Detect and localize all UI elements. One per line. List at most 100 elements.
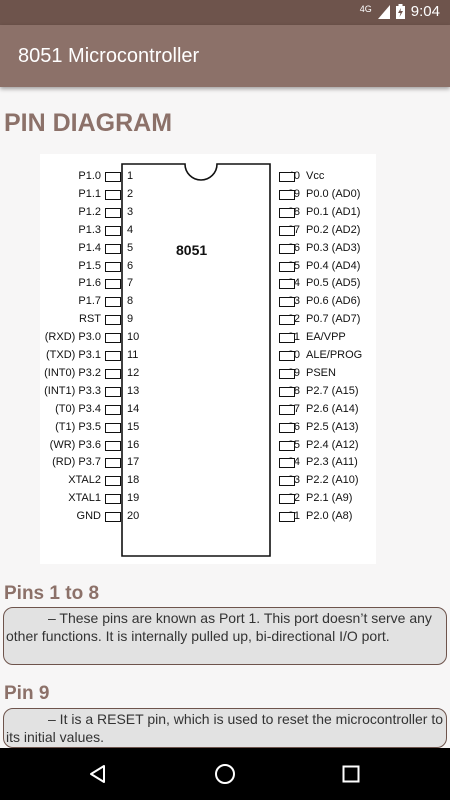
pin-label: (T0) P3.4 (55, 402, 101, 415)
pin-box (105, 351, 121, 361)
pin-box (279, 189, 295, 200)
clock: 9:04 (410, 3, 440, 20)
pin-number: 19 (127, 492, 140, 505)
pin-box (105, 261, 121, 272)
app-title: 8051 Microcontroller (18, 45, 200, 67)
pin-label: P1.2 (78, 205, 101, 218)
pin-box (105, 297, 121, 308)
pin-label: P0.0 (AD0) (306, 187, 361, 200)
navigation-bar (0, 748, 450, 800)
pin-label: P2.3 (A11) (306, 456, 358, 469)
pin-box (105, 189, 121, 200)
pin-number: 18 (127, 474, 140, 487)
pin-label: P1.5 (78, 259, 101, 272)
pin-label: P0.1 (AD1) (306, 205, 361, 218)
pin-box (105, 386, 121, 397)
pin-box (105, 512, 121, 523)
pin-label: P0.3 (AD3) (306, 241, 361, 254)
pin-label: ALE/PROG (306, 349, 363, 361)
pin-number: 12 (127, 366, 140, 379)
section-description: – These pins are known as Port 1. This p… (3, 607, 447, 665)
chip-outline (121, 163, 271, 557)
pin-box (279, 512, 295, 523)
pin-number: 5 (127, 241, 134, 254)
pin-box (279, 386, 295, 397)
chip-label: 8051 (176, 242, 208, 258)
pin-number: 14 (127, 402, 140, 415)
pin-label: XTAL2 (68, 474, 101, 487)
pin-label: P0.6 (AD6) (306, 295, 361, 308)
pin-box (279, 225, 295, 236)
pin-label: (RD) P3.7 (52, 456, 101, 469)
pin-label: P2.7 (A15) (306, 384, 359, 397)
pin-box (105, 333, 121, 344)
pin-box (105, 404, 121, 415)
pin-label: P2.4 (A12) (306, 438, 359, 451)
battery-charging-icon (395, 4, 405, 19)
home-button[interactable] (213, 762, 237, 786)
pin-box (279, 243, 295, 254)
pin-box (279, 476, 295, 487)
pin-label: P1.3 (78, 223, 101, 236)
pin-box (279, 172, 295, 182)
section-description: – It is a RESET pin, which is used to re… (3, 708, 447, 748)
pin-box (279, 404, 295, 415)
pin-box (105, 207, 121, 218)
pin-label: Vcc (306, 170, 325, 182)
pin-label: P0.2 (AD2) (306, 223, 361, 236)
network-type: 4G (359, 3, 372, 14)
pin-box (105, 368, 121, 379)
signal-icon (377, 4, 390, 19)
pin-box (105, 458, 121, 469)
pin-box (105, 422, 121, 433)
pin-label: XTAL1 (68, 492, 101, 505)
pin-label: P1.1 (78, 187, 101, 200)
home-icon (215, 764, 235, 784)
pin-label: P2.0 (A8) (306, 510, 353, 523)
pin-label: (INT0) P3.2 (44, 366, 101, 379)
pin-label: (TXD) P3.1 (45, 349, 101, 361)
pin-label: P0.7 (AD7) (306, 313, 361, 326)
pin-label: P1.0 (78, 170, 101, 182)
pin-number: 20 (127, 510, 140, 523)
pin-box (279, 315, 295, 326)
pin-box (105, 440, 121, 451)
pin-number: 2 (127, 187, 134, 200)
pin-label: EA/VPP (306, 331, 346, 344)
pin-number: 15 (127, 420, 140, 433)
pin-box (105, 279, 121, 290)
recents-icon (342, 765, 360, 783)
back-button[interactable] (86, 762, 110, 786)
pin-label: GND (76, 510, 101, 523)
pin-label: (T1) P3.5 (55, 420, 101, 433)
pin-label: P1.4 (78, 241, 101, 254)
pin-label: RST (79, 313, 101, 326)
section-title: Pins 1 to 8 (4, 583, 100, 604)
pin-number: 11 (127, 349, 139, 361)
pin-number: 1 (127, 170, 134, 182)
app-bar: 8051 Microcontroller (0, 25, 450, 87)
page-heading: PIN DIAGRAM (4, 109, 173, 137)
pin-number: 7 (127, 277, 134, 290)
pin-number: 4 (127, 223, 134, 236)
pin-label: P2.1 (A9) (306, 492, 353, 505)
pin-label: (INT1) P3.3 (44, 384, 101, 397)
status-icons: 4G 9:04 (360, 3, 440, 20)
pin-box (279, 351, 295, 361)
recents-button[interactable] (339, 762, 363, 786)
pin-box (105, 243, 121, 254)
pin-box (105, 225, 121, 236)
pin-label: P2.5 (A13) (306, 420, 359, 433)
pin-number: 9 (127, 313, 134, 326)
pin-box (279, 368, 295, 379)
pin-number: 10 (127, 331, 140, 344)
section-title: Pin 9 (4, 683, 50, 704)
pin-label: P1.7 (78, 295, 101, 308)
pin-number: 6 (127, 259, 134, 272)
pin-box (279, 297, 295, 308)
pin-number: 13 (127, 384, 140, 397)
pin-label: P0.4 (AD4) (306, 259, 361, 272)
pin-box (279, 261, 295, 272)
